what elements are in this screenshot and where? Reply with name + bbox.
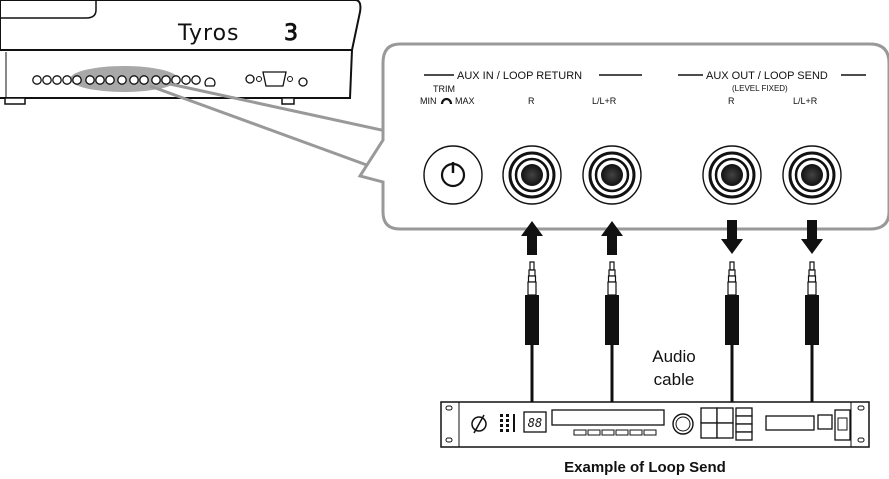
device-square-button[interactable] bbox=[817, 414, 833, 430]
in-r-label: R bbox=[528, 96, 535, 106]
trim-min-label: MIN bbox=[420, 96, 437, 106]
signal-arrows bbox=[521, 220, 823, 255]
aux-out-r-jack[interactable] bbox=[702, 145, 762, 205]
trim-knob[interactable] bbox=[423, 145, 483, 205]
audio-cables bbox=[525, 261, 819, 402]
aux-out-lr-jack[interactable] bbox=[782, 145, 842, 205]
port-connector-icon bbox=[256, 71, 293, 87]
keyboard-illustration: Tyros 3 bbox=[0, 0, 362, 105]
device-buttons[interactable] bbox=[573, 429, 657, 436]
keyboard-jack-row bbox=[32, 75, 201, 85]
out-lr-label: L/L+R bbox=[793, 96, 818, 106]
trim-arc-icon bbox=[440, 97, 453, 105]
arrow-up-icon bbox=[601, 221, 623, 255]
arrow-down-icon bbox=[721, 220, 743, 254]
keyhole-icon bbox=[204, 77, 216, 87]
plug-out-lr bbox=[805, 261, 819, 402]
arrow-up-icon bbox=[521, 221, 543, 255]
jack-panel: AUX IN / LOOP RETURN AUX OUT / LOOP SEND… bbox=[357, 42, 889, 231]
aux-in-title: AUX IN / LOOP RETURN bbox=[457, 70, 582, 82]
callout-lines bbox=[149, 82, 387, 174]
device-knob[interactable] bbox=[672, 413, 694, 435]
effect-device: 88 bbox=[440, 401, 870, 448]
aux-out-subtitle: (LEVEL FIXED) bbox=[732, 84, 788, 93]
brand-logo: Tyros bbox=[177, 21, 240, 46]
power-switch-icon[interactable] bbox=[471, 414, 487, 434]
cable-label-line1: Audio bbox=[652, 347, 695, 366]
trim-label: TRIM bbox=[433, 84, 455, 94]
level-meter bbox=[500, 414, 515, 432]
device-button-grid[interactable] bbox=[700, 407, 753, 441]
aux-in-lr-jack[interactable] bbox=[582, 145, 642, 205]
plug-in-r bbox=[525, 261, 539, 402]
figure-caption: Example of Loop Send bbox=[564, 459, 726, 476]
in-lr-label: L/L+R bbox=[592, 96, 617, 106]
plug-out-r bbox=[725, 261, 739, 402]
aux-in-r-jack[interactable] bbox=[502, 145, 562, 205]
aux-out-title: AUX OUT / LOOP SEND bbox=[706, 70, 828, 82]
cable-label-line2: cable bbox=[654, 370, 695, 389]
arrow-down-icon bbox=[801, 220, 823, 254]
device-display: 88 bbox=[528, 416, 542, 430]
trim-max-label: MAX bbox=[455, 96, 475, 106]
out-r-label: R bbox=[728, 96, 735, 106]
brand-logo-suffix: 3 bbox=[284, 21, 299, 46]
plug-in-lr bbox=[605, 261, 619, 402]
